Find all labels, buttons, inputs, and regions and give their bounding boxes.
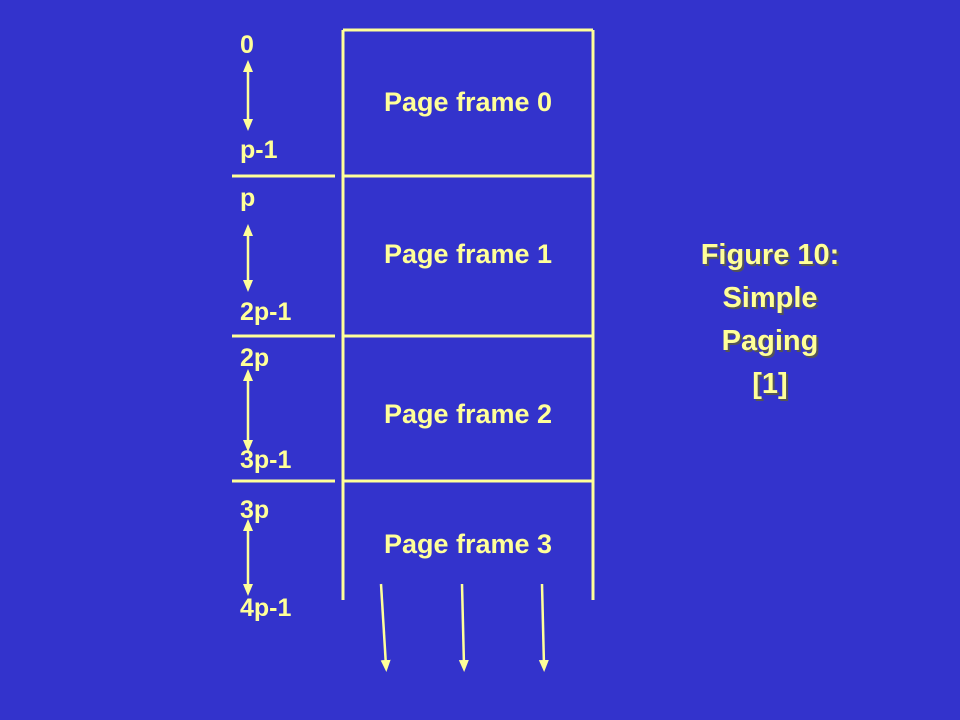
continuation-arrow bbox=[538, 583, 549, 672]
address-label-3p: 3p bbox=[240, 496, 270, 524]
page-frame-3-label: Page frame 3 bbox=[383, 529, 553, 559]
address-label-p-1: p-1 bbox=[240, 136, 278, 164]
address-label-2p: 2p bbox=[240, 344, 270, 372]
address-label-0: 0 bbox=[240, 31, 254, 59]
continuation-arrow bbox=[379, 583, 391, 672]
page-frame-1-label: Page frame 1 bbox=[383, 239, 553, 269]
address-label-4p-1: 4p-1 bbox=[240, 594, 292, 622]
address-label-3p-1: 3p-1 bbox=[240, 446, 292, 474]
address-label-2p-1: 2p-1 bbox=[240, 298, 292, 326]
caption-line-4: [1] bbox=[752, 368, 788, 400]
page-frame-0-label: Page frame 0 bbox=[383, 87, 553, 117]
caption-line-1: Figure 10: bbox=[700, 239, 840, 271]
page-frame-2-label: Page frame 2 bbox=[383, 399, 553, 429]
caption-line-3: Paging bbox=[721, 325, 819, 357]
caption-line-2: Simple bbox=[722, 282, 818, 314]
address-label-p: p bbox=[240, 184, 256, 212]
continuation-arrow bbox=[458, 583, 469, 672]
figure-caption: Figure 10: Simple Paging [1] bbox=[640, 234, 900, 406]
